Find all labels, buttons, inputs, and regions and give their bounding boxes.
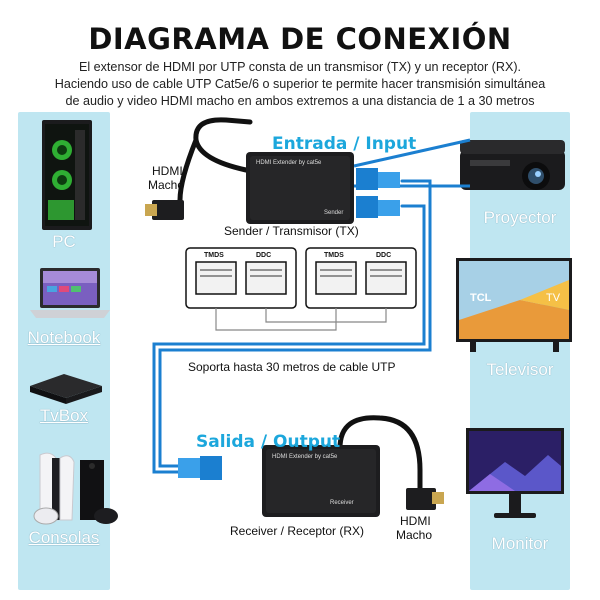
- sender-box-text: HDMI Extender by cat5e: [256, 160, 322, 166]
- projector-icon: [460, 140, 565, 190]
- tv-brand-tv: TV: [546, 292, 561, 304]
- port-label-ddc-right: DDC: [376, 252, 392, 259]
- hdmi-top-label-1: HDMI: [152, 164, 183, 178]
- device-label-proyector: Proyector: [483, 208, 557, 227]
- salida-output-label: Salida / Output: [196, 432, 341, 452]
- device-label-tvbox: TvBox: [39, 406, 89, 425]
- monitor-icon: [466, 428, 564, 518]
- port-label-tmds-left: TMDS: [204, 252, 224, 259]
- device-label-pc: PC: [52, 232, 76, 251]
- sender-hdmi-cable: [177, 117, 253, 203]
- device-label-monitor: Monitor: [491, 534, 549, 553]
- port-diagram-left: [185, 247, 297, 309]
- port-link-lines: [215, 308, 387, 331]
- notebook-icon: [30, 268, 110, 318]
- receiver-box-text: HDMI Extender by cat5e: [272, 454, 338, 460]
- television-icon: [456, 258, 572, 352]
- cable-caption: Soporta hasta 30 metros de cable UTP: [188, 360, 396, 374]
- rj45-connectors-bottom: [178, 456, 222, 480]
- description-line-3: de audio y video HDMI macho en ambos ext…: [65, 94, 535, 108]
- consoles-icon: [33, 452, 118, 525]
- device-label-notebook: Notebook: [27, 328, 101, 347]
- device-label-televisor: Televisor: [486, 360, 554, 379]
- description-line-1: El extensor de HDMI por UTP consta de un…: [78, 60, 522, 74]
- sender-box-tag: Sender: [324, 210, 344, 216]
- receiver-box-tag: Receiver: [330, 500, 354, 506]
- page-title: DIAGRAMA DE CONEXIÓN: [88, 22, 512, 56]
- hdmi-male-connector-top: [145, 200, 184, 220]
- hdmi-male-connector-bottom: [406, 488, 444, 510]
- sender-caption: Sender / Transmisor (TX): [224, 224, 359, 238]
- port-diagram-right: [305, 247, 417, 309]
- receiver-box: [262, 445, 380, 517]
- port-label-ddc-left: DDC: [256, 252, 272, 259]
- rj45-connectors-top: [356, 168, 400, 218]
- receiver-caption: Receiver / Receptor (RX): [230, 524, 365, 538]
- entrada-input-label: Entrada / Input: [272, 134, 417, 154]
- hdmi-top-label-2: Macho: [148, 178, 185, 192]
- sender-box: [246, 152, 354, 224]
- tv-brand-logo: TCL: [470, 292, 492, 304]
- hdmi-bottom-label-2: Macho: [396, 528, 433, 542]
- device-label-consolas: Consolas: [28, 528, 100, 547]
- tvbox-icon: [30, 374, 102, 404]
- port-label-tmds-right: TMDS: [324, 252, 344, 259]
- description-line-2: Haciendo uso de cable UTP Cat5e/6 o supe…: [54, 77, 546, 91]
- receiver-hdmi-cable: [337, 415, 423, 493]
- hdmi-bottom-label-1: HDMI: [400, 514, 431, 528]
- pc-tower-icon: [42, 120, 92, 230]
